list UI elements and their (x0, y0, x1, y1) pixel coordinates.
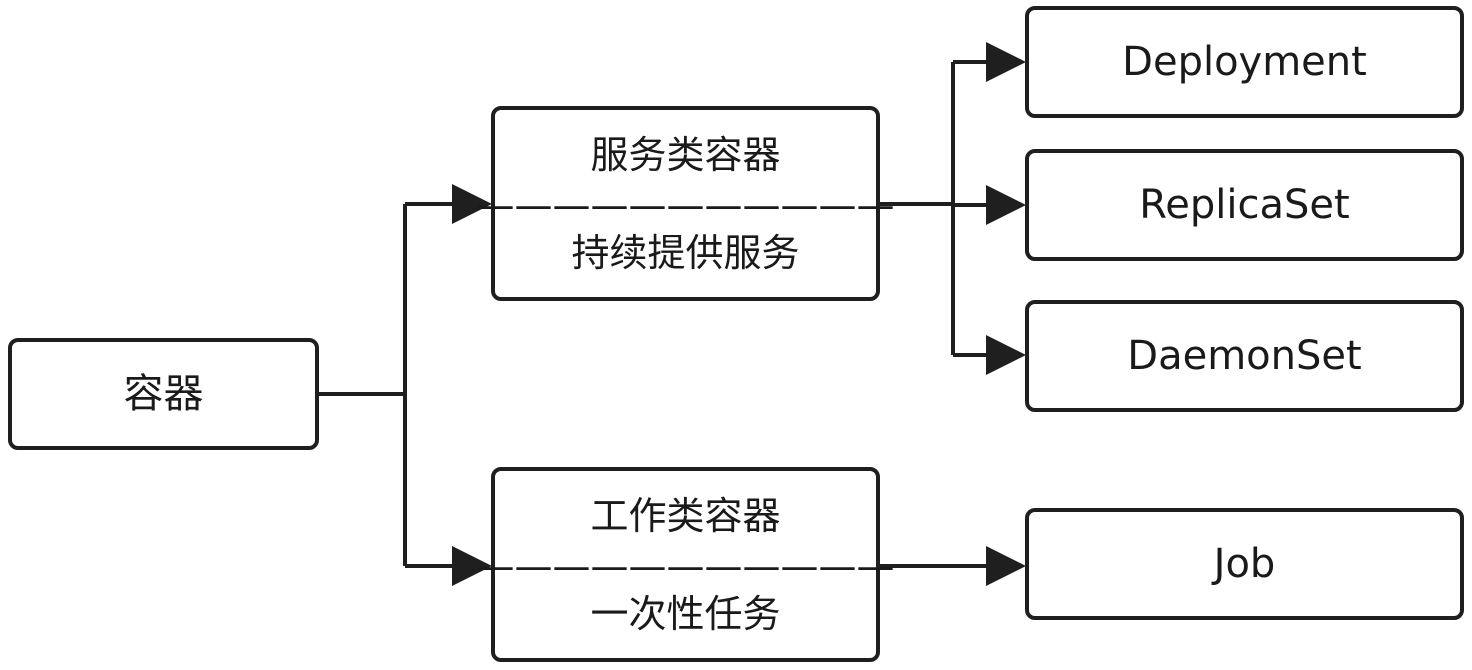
service-container-node: 服务类容器 ——————————— 持续提供服务 (477, 106, 895, 301)
job-leaf-node: Job (1025, 508, 1464, 620)
deployment-label: Deployment (1122, 39, 1367, 85)
service-container-title: 服务类容器 (590, 132, 781, 177)
job-container-node: 工作类容器 ——————————— 一次性任务 (477, 467, 895, 662)
job-leaf-label: Job (1213, 541, 1276, 587)
root-container-node: 容器 (8, 338, 319, 450)
replicaset-label: ReplicaSet (1139, 182, 1350, 228)
service-container-subtitle: 持续提供服务 (571, 230, 800, 275)
daemonset-label: DaemonSet (1127, 333, 1362, 379)
root-container-label: 容器 (123, 371, 204, 417)
job-container-title: 工作类容器 (590, 493, 781, 538)
service-container-separator: ——————————— (476, 182, 895, 227)
daemonset-node: DaemonSet (1025, 300, 1464, 412)
deployment-node: Deployment (1025, 6, 1464, 118)
job-container-subtitle: 一次性任务 (590, 591, 781, 636)
replicaset-node: ReplicaSet (1025, 149, 1464, 261)
job-container-separator: ——————————— (476, 543, 895, 588)
